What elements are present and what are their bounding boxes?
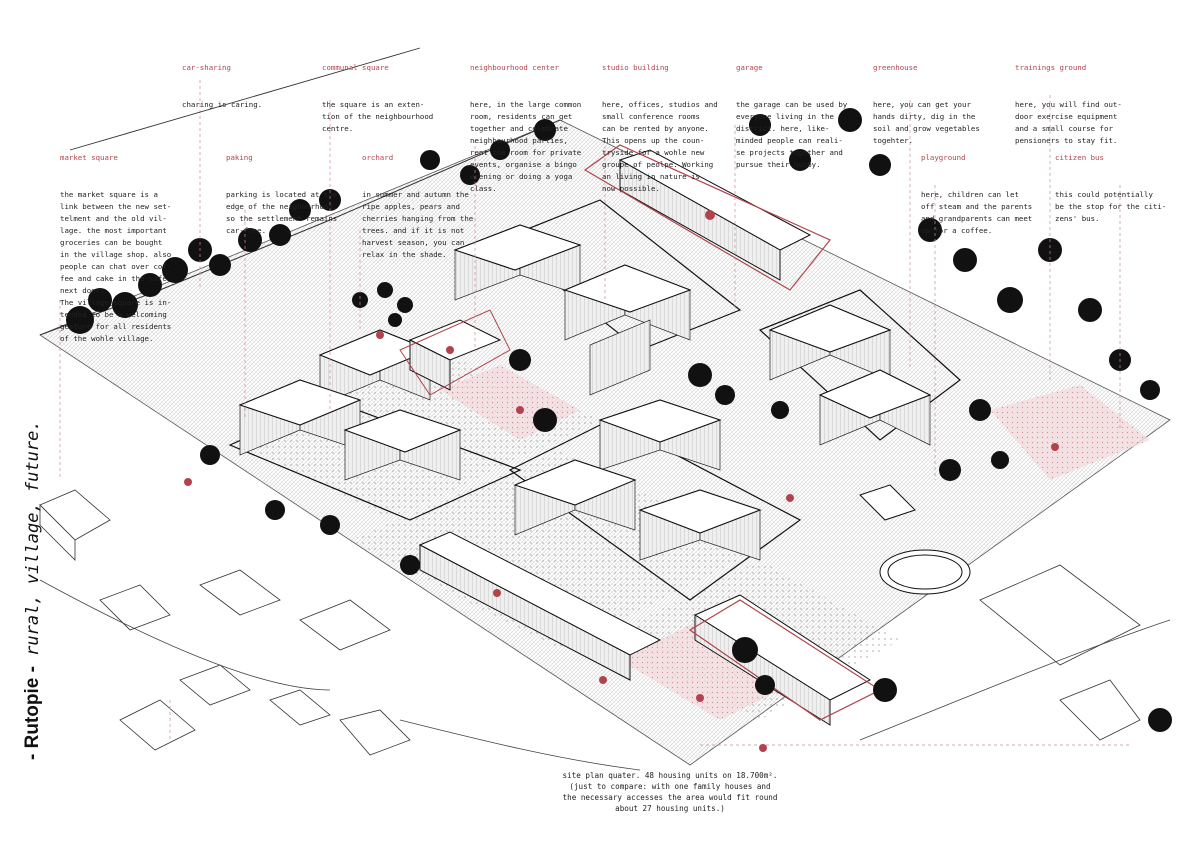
label-body: the market square is a link between the …	[60, 190, 172, 343]
label-body: here, children can let off steam and the…	[921, 190, 1033, 235]
label-studio-building: studio building here, offices, studios a…	[602, 38, 718, 207]
label-title: communal square	[322, 63, 389, 72]
label-title: car-sharing	[182, 63, 231, 72]
label-title: garage	[736, 63, 763, 72]
tagline: rural, village, future.	[23, 420, 43, 667]
label-body: this could potentially be the stop for t…	[1055, 190, 1167, 223]
label-title: studio building	[602, 63, 669, 72]
communal-buildings	[399, 144, 971, 726]
label-garage: garage the garage can be used by everyon…	[736, 38, 847, 183]
label-title: market square	[60, 153, 118, 162]
label-playground: playground here, children can let off st…	[921, 128, 1032, 249]
brand-name: - Rutopie -	[22, 666, 43, 760]
label-neighbourhood-center: neighbourhood center here, in the large …	[470, 38, 581, 207]
label-title: greenhouse	[873, 63, 918, 72]
existing-village	[39, 489, 1141, 756]
label-body: in summer and autumn the ripe apples, pe…	[362, 190, 474, 259]
label-title: playground	[921, 153, 966, 162]
label-body: here, you will find out- door exercise e…	[1015, 100, 1122, 145]
label-parking: paking parking is located at the edge of…	[226, 128, 337, 249]
site-plan-caption: site plan quater. 48 housing units on 18…	[562, 771, 778, 813]
label-citizen-bus: citizen bus this could potentially be th…	[1055, 128, 1166, 237]
label-car-sharing: car-sharing charing is caring.	[182, 38, 262, 123]
label-body: here, in the large common room, resident…	[470, 100, 582, 193]
label-communal-square: communal square the square is an exten- …	[322, 38, 433, 147]
label-title: neighbourhood center	[470, 63, 559, 72]
label-orchard: orchard in summer and autumn the ripe ap…	[362, 128, 473, 273]
label-body: here, offices, studios and small confere…	[602, 100, 718, 193]
markers	[184, 210, 1059, 752]
roads	[39, 579, 1171, 771]
label-body: charing is caring.	[182, 100, 263, 109]
label-body: the garage can be used by everyone livin…	[736, 100, 848, 169]
label-greenhouse: greenhouse here, you can get your hands …	[873, 38, 980, 159]
label-body: parking is located at the edge of the ne…	[226, 190, 338, 235]
label-title: trainings ground	[1015, 63, 1087, 72]
label-body: the square is an exten- tion of the neig…	[322, 100, 434, 133]
side-title: - Rutopie - rural, village, future.	[22, 420, 44, 760]
trees	[66, 108, 1172, 732]
label-market-square: market square the market square is a lin…	[60, 128, 171, 357]
header-diagonal-line	[69, 47, 421, 151]
label-body: here, you can get your hands dirty, dig …	[873, 100, 980, 145]
leader-lines	[59, 80, 1130, 746]
label-title: orchard	[362, 153, 394, 162]
label-title: citizen bus	[1055, 153, 1104, 162]
label-trainings-ground: trainings ground here, you will find out…	[1015, 38, 1122, 159]
label-title: paking	[226, 153, 253, 162]
